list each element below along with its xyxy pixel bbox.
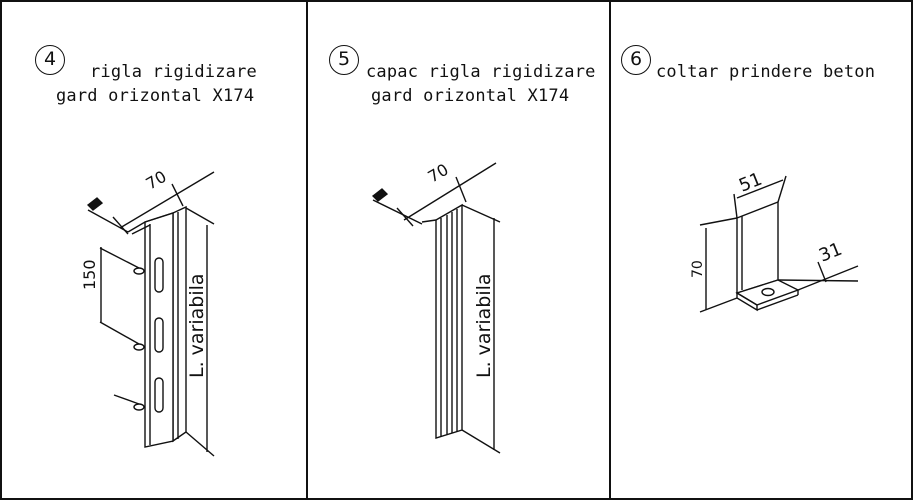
item-number-badge: 6 [621,45,651,75]
rigla-drawing [86,171,215,457]
rigla-length-dim: L. variabila [186,273,208,378]
panel-coltar: 6 coltar prindere beton [610,0,913,500]
coltar-height-dim: 70 [690,260,706,278]
item-caption-line2: gard orizontal X174 [371,86,570,106]
item-caption-line1: coltar prindere beton [656,62,876,82]
item-caption-line2: gard orizontal X174 [56,86,255,106]
item-number-badge: 4 [35,45,65,75]
rigla-spacing-dim: 150 [80,259,99,290]
panel-rigla: 4 rigla rigidizare gard orizontal X174 [0,0,307,500]
item-caption-line1: rigla rigidizare [90,62,257,82]
panel-capac: 5 capac rigla rigidizare gard orizontal … [307,0,610,500]
item-number-badge: 5 [329,45,359,75]
coltar-drawing [699,175,859,313]
capac-length-dim: L. variabila [473,273,495,378]
capac-drawing [371,162,501,454]
item-caption-line1: capac rigla rigidizare [366,62,596,82]
